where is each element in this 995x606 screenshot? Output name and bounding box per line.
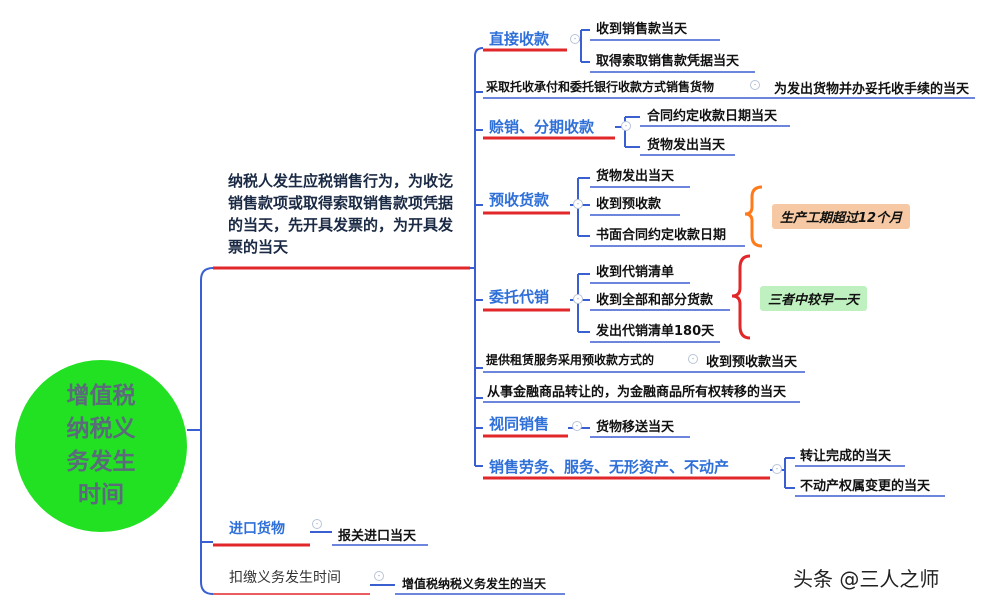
finance-node[interactable]: 从事金融商品转让的，为金融商品所有权转移的当天	[487, 385, 787, 400]
consign-item-3[interactable]: 发出代销清单180天	[596, 324, 715, 339]
credit-item-2[interactable]: 货物发出当天	[647, 138, 726, 153]
collection-result[interactable]: 为发出货物并办妥托收手续的当天	[774, 82, 970, 97]
consign-item-2[interactable]: 收到全部和部分货款	[596, 293, 714, 308]
direct-node[interactable]: 直接收款	[489, 30, 550, 48]
prepaid-note: 生产工期超过12个月	[772, 204, 911, 229]
branch1-label[interactable]: 纳税人发生应税销售行为，为收讫销售款项或取得索取销售款项凭据的当天，先开具发票的…	[228, 172, 454, 256]
collapse-icon[interactable]: -	[772, 464, 782, 474]
services-item-1[interactable]: 转让完成的当天	[800, 449, 892, 464]
consign-brace	[731, 254, 751, 340]
branch1-trunk	[470, 47, 484, 467]
import-result[interactable]: 报关进口当天	[338, 529, 417, 544]
watermark: 头条 @三人之师	[793, 567, 940, 591]
collapse-icon[interactable]: -	[572, 421, 582, 431]
credit-sub	[615, 116, 640, 148]
collapse-icon[interactable]: -	[688, 354, 698, 364]
credit-node[interactable]: 赊销、分期收款	[489, 118, 595, 136]
collapse-icon[interactable]: -	[621, 121, 631, 131]
prepaid-brace	[744, 185, 763, 248]
services-node[interactable]: 销售劳务、服务、无形资产、不动产	[489, 458, 730, 476]
main-trunk	[200, 267, 214, 595]
direct-item-2[interactable]: 取得索取销售款凭据当天	[596, 54, 740, 69]
import-node[interactable]: 进口货物	[229, 521, 285, 537]
withhold-node[interactable]: 扣缴义务发生时间	[229, 570, 341, 586]
services-item-2[interactable]: 不动产权属变更的当天	[800, 479, 931, 494]
consign-note: 三者中较早一天	[760, 286, 868, 311]
collapse-icon[interactable]: -	[312, 519, 322, 529]
prepaid-node[interactable]: 预收货款	[489, 191, 550, 209]
collapse-icon[interactable]: -	[573, 199, 583, 209]
collapse-icon[interactable]: -	[374, 571, 384, 581]
root-label: 增值税纳税义务发生时间	[66, 383, 136, 508]
collapse-icon[interactable]: -	[570, 34, 580, 44]
root-node[interactable]: 增值税纳税义务发生时间	[15, 360, 187, 532]
credit-item-1[interactable]: 合同约定收款日期当天	[647, 109, 778, 124]
collection-node[interactable]: 采取托收承付和委托银行收款方式销售货物	[486, 80, 715, 94]
direct-item-1[interactable]: 收到销售款当天	[596, 22, 688, 37]
collapse-icon[interactable]: -	[750, 80, 760, 90]
collapse-icon[interactable]: -	[573, 294, 583, 304]
deemed-item-1[interactable]: 货物移送当天	[596, 420, 675, 435]
prepaid-item-1[interactable]: 货物发出当天	[596, 169, 675, 184]
lease-result[interactable]: 收到预收款当天	[706, 355, 798, 370]
prepaid-item-2[interactable]: 收到预收款	[596, 197, 662, 212]
prepaid-item-3[interactable]: 书面合同约定收款日期	[596, 228, 727, 243]
deemed-node[interactable]: 视同销售	[489, 415, 550, 433]
consign-item-1[interactable]: 收到代销清单	[596, 265, 675, 280]
withhold-result[interactable]: 增值税纳税义务发生的当天	[402, 577, 547, 591]
consign-node[interactable]: 委托代销	[489, 288, 550, 306]
lease-node[interactable]: 提供租赁服务采用预收款方式的	[486, 353, 655, 367]
